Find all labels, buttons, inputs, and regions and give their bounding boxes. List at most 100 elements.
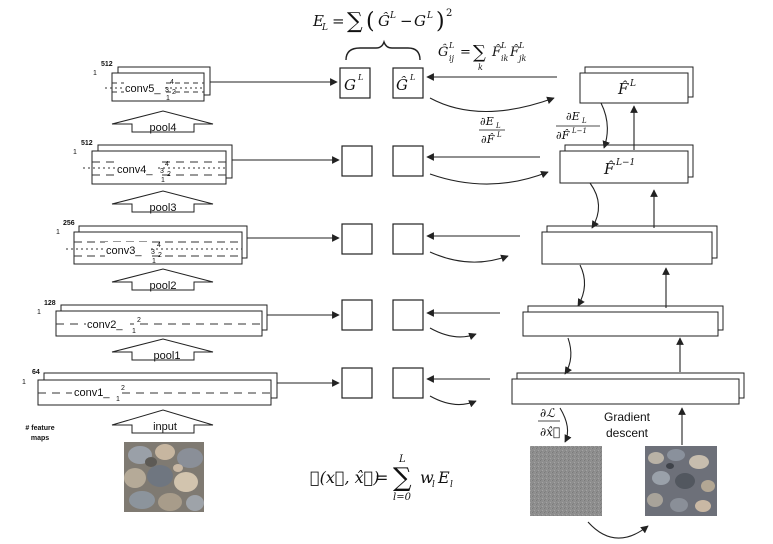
svg-text:): ) [436,9,445,34]
backward-arrows [426,73,557,408]
conv5-maps: 512 [101,61,113,68]
conv3-one: 1 [56,229,60,236]
gradient-label-2: descent [606,426,649,440]
svg-text:F̂: F̂ [509,44,520,60]
svg-text:L: L [500,41,506,50]
svg-text:=: = [332,12,345,30]
svg-text:l: l [450,480,453,490]
total-loss-equation: ℒ(x⃗, x̂⃗) = ∑ L l=0 w l E l [310,454,453,503]
conv3-sup: 4 [157,242,161,249]
F-hat-prev-label: F̂ [603,160,615,178]
pool3-label: pool3 [150,202,177,214]
conv4-maps: 512 [81,140,93,147]
svg-text:l=0: l=0 [393,492,412,503]
conv5-label: conv5_ [125,83,161,95]
svg-text:=: = [375,468,388,487]
svg-text:∑: ∑ [473,42,486,63]
svg-text:∑: ∑ [393,463,412,493]
style-loss-equation: E L = ∑ ( Ĝ L − G L ) 2 [312,8,452,34]
F-hat-L-sup: L [629,79,636,89]
dE-dF-label: ∂E L ∂F̂ L [479,115,505,146]
right-layer-1 [511,372,745,405]
conv5-sup: 4 [170,79,174,86]
conv4-sup: 4 [165,161,169,168]
right-layer-2 [522,305,724,337]
svg-text:F̂: F̂ [491,44,502,60]
conv4-label: conv4_ [117,164,153,176]
conv1-sup: 2 [121,385,125,392]
gram-G-label: G [344,76,356,94]
brace [345,39,421,61]
conv4-3: 3 [160,168,164,175]
svg-text:E: E [437,468,450,487]
gram-equation: Ĝ L ij = ∑ k F̂ L ik F̂ L jk [438,41,526,72]
svg-text:l: l [432,480,435,490]
svg-text:L: L [448,41,454,50]
input-arrow: input [111,409,214,434]
conv3-maps: 256 [63,220,75,227]
svg-text:∂F̂: ∂F̂ [556,129,570,142]
input-label: input [153,421,177,433]
right-layer-3 [541,225,718,265]
svg-text:L: L [398,454,406,465]
gram-G-sup: L [357,73,363,82]
svg-text:L: L [426,11,433,21]
conv3-block: conv3_ 4 3 2 1 256 1 [56,220,248,265]
conv2-label: conv2_ [87,319,123,331]
conv5-2: 2 [172,89,176,96]
conv4-sub: 1 [161,177,165,184]
conv5-block: conv5_ 4 3 2 1 512 1 [93,61,211,102]
gradient-label-1: Gradient [604,410,651,424]
conv1-one: 1 [22,379,26,386]
dL-dx-label: ∂ℒ ∂x̂⃗ [538,406,560,439]
conv3-2: 2 [158,252,162,259]
conv4-2: 2 [167,171,171,178]
svg-text:=: = [460,45,471,60]
svg-text:L: L [389,11,396,21]
svg-text:G: G [414,12,426,30]
conv2-one: 1 [37,309,41,316]
svg-text:ℒ(x⃗, x̂⃗): ℒ(x⃗, x̂⃗) [310,468,380,487]
gram-Ghat-label: Ĝ [396,76,408,94]
svg-text:Ĝ: Ĝ [378,12,390,30]
svg-text:L: L [496,131,502,139]
conv2-sub: 1 [132,328,136,335]
F-hat-L-block: F̂ L [579,66,694,104]
svg-text:∑: ∑ [347,9,363,34]
noise-image [530,446,602,516]
pool4-arrow: pool4 [111,110,214,134]
feature-maps-label-2: maps [31,435,49,442]
feature-maps-label-1: # feature [25,425,54,432]
gram-Ghat-sup: L [409,73,415,82]
svg-text:L: L [518,41,524,50]
svg-text:∂E: ∂E [566,110,580,123]
svg-text:k: k [478,63,483,72]
conv1-label: conv1_ [74,387,110,399]
F-hat-prev-block: F̂ L−1 [559,144,694,184]
svg-text:L: L [581,117,587,125]
conv4-block: conv4_ 4 3 2 1 512 1 [73,140,233,185]
svg-text:∂x̂⃗: ∂x̂⃗ [540,425,560,439]
conv5-sub: 1 [166,95,170,102]
generated-texture-image [645,446,717,516]
pool2-arrow: pool2 [111,268,214,292]
svg-text:ij: ij [449,54,455,63]
svg-text:∂E: ∂E [480,115,494,128]
pool1-label: pool1 [154,350,181,362]
svg-text:2: 2 [446,8,452,19]
svg-text:∂ℒ: ∂ℒ [540,406,555,420]
pool2-label: pool2 [150,280,177,292]
pool3-arrow: pool3 [111,190,214,214]
conv1-block: conv1_ 2 1 64 1 [22,369,278,406]
conv4-one: 1 [73,149,77,156]
conv2-block: conv2_ 2 1 128 1 [37,300,268,337]
conv3-3: 3 [151,249,155,256]
conv2-maps: 128 [44,300,56,307]
F-hat-prev-sup: L−1 [615,158,635,168]
svg-text:E: E [312,12,324,30]
pool1-arrow: pool1 [111,338,214,362]
svg-text:jk: jk [517,54,526,63]
input-stones-image [124,442,204,512]
